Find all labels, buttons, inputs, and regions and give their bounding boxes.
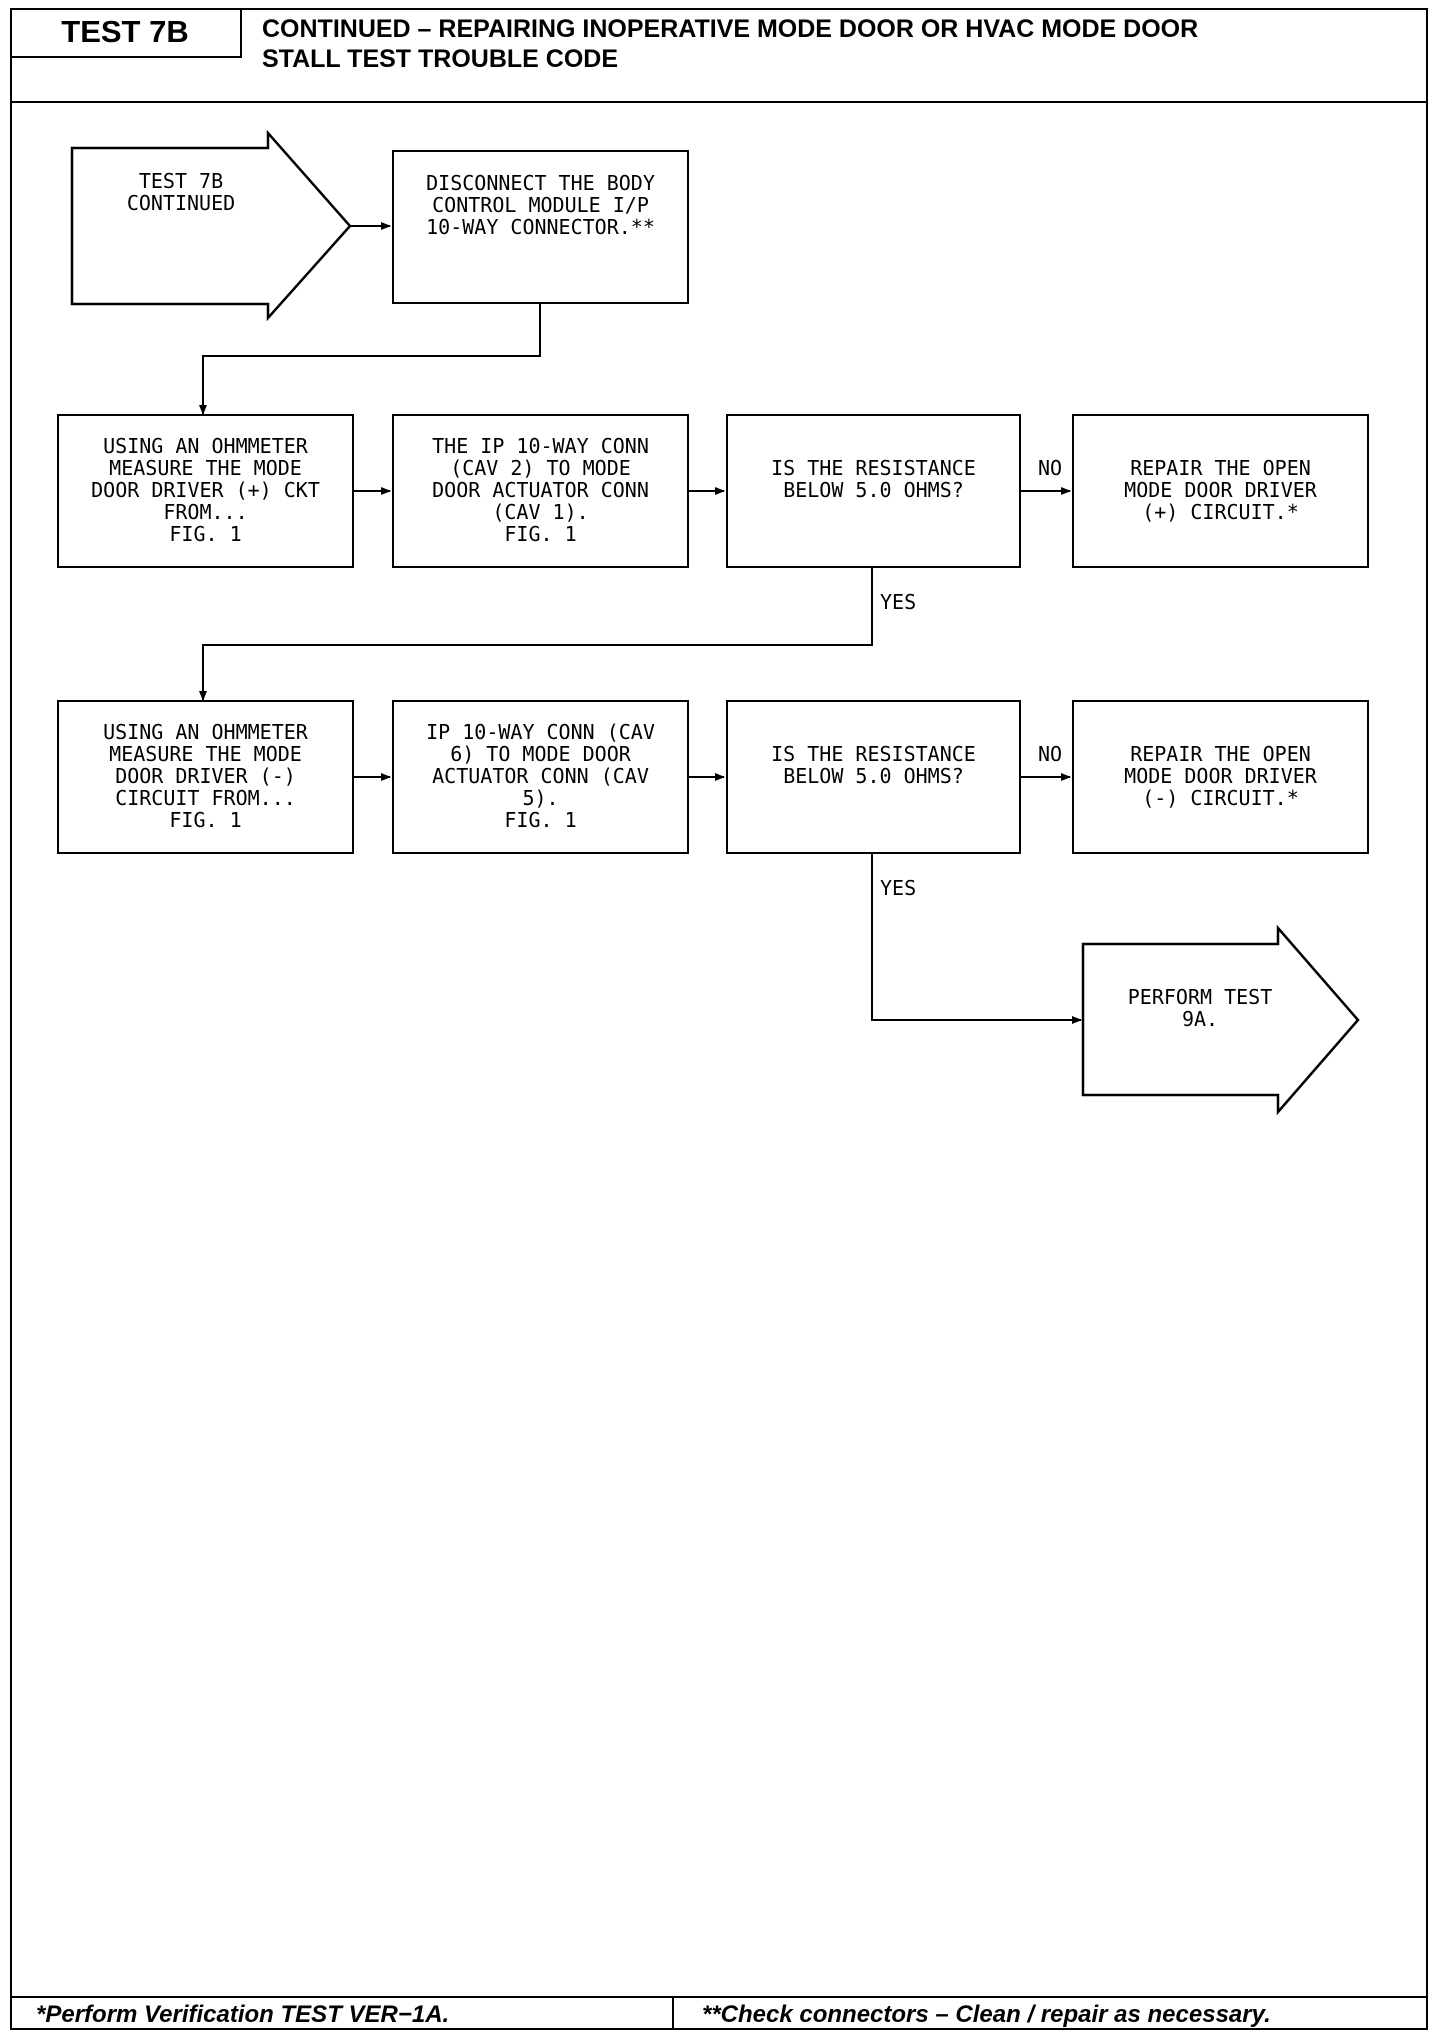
start-arrow-shape [70, 129, 352, 322]
title-line-1: CONTINUED – REPAIRING INOPERATIVE MODE D… [262, 15, 1199, 43]
disconnect-box [392, 150, 689, 304]
end-arrow-shape [1081, 924, 1360, 1116]
repair-pos-text: REPAIR THE OPEN MODE DOOR DRIVER (+) CIR… [1124, 456, 1317, 524]
question-1-text: IS THE RESISTANCE BELOW 5.0 OHMS? [771, 456, 976, 502]
conn-neg-text: IP 10-WAY CONN (CAV 6) TO MODE DOOR ACTU… [426, 720, 655, 832]
question-1-box [726, 414, 1021, 568]
footer-note-left: *Perform Verification TEST VER−1A. [36, 2001, 450, 2028]
measure-pos-text: USING AN OHMMETER MEASURE THE MODE DOOR … [91, 434, 320, 546]
repair-pos-box [1072, 414, 1369, 568]
no-label-1: NO [1038, 456, 1063, 480]
measure-pos-box [57, 414, 354, 568]
yes-label-2: YES [880, 876, 917, 900]
page-frame [10, 8, 1428, 2030]
repair-neg-text: REPAIR THE OPEN MODE DOOR DRIVER (-) CIR… [1124, 742, 1317, 810]
repair-neg-box [1072, 700, 1369, 854]
test-label: TEST 7B [10, 8, 242, 58]
footer-note-right: **Check connectors – Clean / repair as n… [702, 2001, 1271, 2028]
no-label-2: NO [1038, 742, 1063, 766]
footer-separator [672, 1996, 674, 2030]
conn-pos-text: THE IP 10-WAY CONN (CAV 2) TO MODE DOOR … [432, 434, 649, 546]
question-2-box [726, 700, 1021, 854]
conn-neg-box [392, 700, 689, 854]
title-line-2: STALL TEST TROUBLE CODE [262, 45, 619, 73]
footer-divider [10, 1996, 1428, 1998]
end-text: PERFORM TEST 9A. [1127, 985, 1273, 1031]
measure-neg-box [57, 700, 354, 854]
question-2-text: IS THE RESISTANCE BELOW 5.0 OHMS? [771, 742, 976, 788]
conn-pos-box [392, 414, 689, 568]
yes-label-1: YES [880, 590, 917, 614]
header-divider [10, 101, 1428, 103]
start-text: TEST 7B CONTINUED [126, 169, 236, 215]
measure-neg-text: USING AN OHMMETER MEASURE THE MODE DOOR … [103, 720, 308, 832]
disconnect-text: DISCONNECT THE BODY CONTROL MODULE I/P 1… [426, 171, 655, 239]
page-title: CONTINUED – REPAIRING INOPERATIVE MODE D… [262, 14, 1412, 74]
